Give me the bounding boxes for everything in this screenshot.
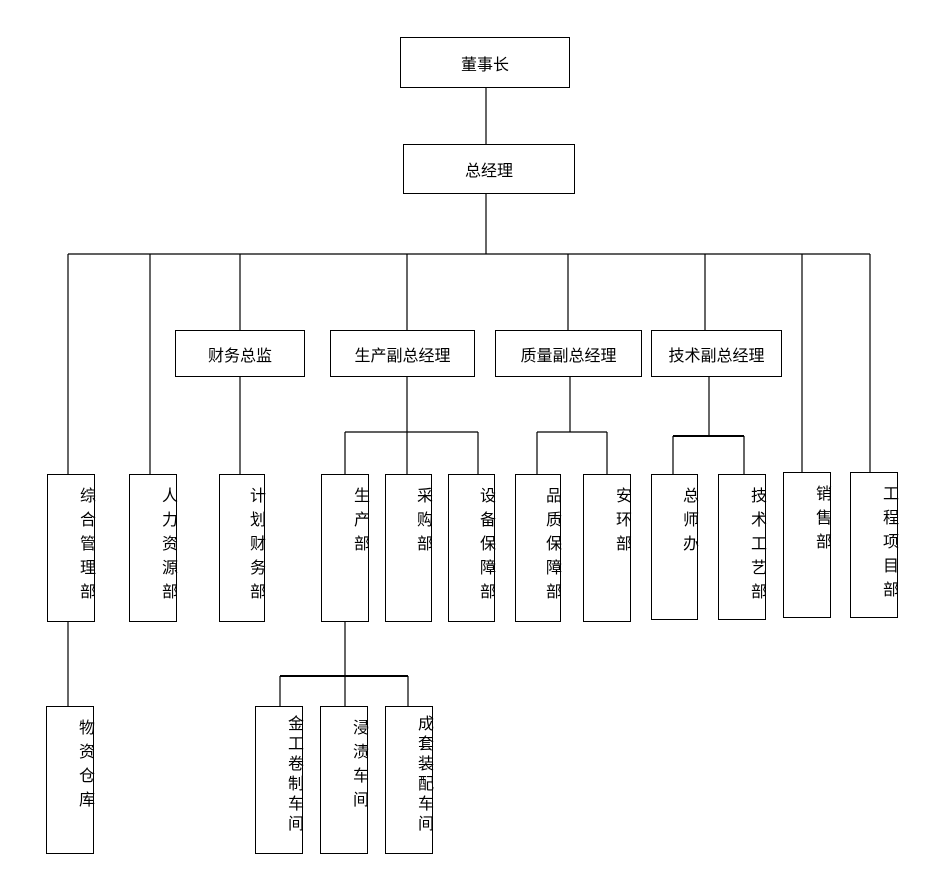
general-manager-label: 总经理 xyxy=(464,161,513,180)
cfo-label: 财务总监 xyxy=(207,345,272,365)
chairman-box: 董事长 xyxy=(400,37,570,88)
production-dept-label: 生产部 xyxy=(351,487,370,559)
engineering-projects-label: 工程项目部 xyxy=(880,485,899,605)
sales-box: 销售部 xyxy=(783,472,832,618)
general-admin-box: 综合管理部 xyxy=(47,474,96,622)
planning-finance-box: 计划财务部 xyxy=(219,474,266,622)
vp-quality-label: 质量副总经理 xyxy=(520,345,617,365)
tech-process-label: 技术工艺部 xyxy=(748,487,767,607)
general-manager-box: 总经理 xyxy=(403,144,575,194)
engineer-office-label: 总师办 xyxy=(680,487,699,559)
tech-process-box: 技术工艺部 xyxy=(718,474,767,620)
engineering-projects-box: 工程项目部 xyxy=(850,472,899,618)
equipment-label: 设备保障部 xyxy=(477,487,496,607)
production-dept-box: 生产部 xyxy=(321,474,370,622)
assembly-workshop-box: 成套装配车间 xyxy=(385,706,434,854)
hr-label: 人力资源部 xyxy=(159,487,178,607)
vp-technology-box: 技术副总经理 xyxy=(651,330,782,377)
purchasing-label: 采购部 xyxy=(414,487,433,559)
vp-production-box: 生产副总经理 xyxy=(330,330,475,377)
warehouse-label: 物资仓库 xyxy=(76,719,95,815)
warehouse-box: 物资仓库 xyxy=(46,706,95,854)
general-admin-label: 综合管理部 xyxy=(77,487,96,607)
quality-assurance-label: 品质保障部 xyxy=(543,487,562,607)
quality-assurance-box: 品质保障部 xyxy=(515,474,562,622)
safety-env-label: 安环部 xyxy=(613,487,632,559)
metal-rolling-workshop-label: 金工卷制车间 xyxy=(285,715,304,835)
purchasing-box: 采购部 xyxy=(385,474,433,622)
cfo-box: 财务总监 xyxy=(175,330,305,377)
vp-technology-label: 技术副总经理 xyxy=(668,345,765,365)
safety-env-box: 安环部 xyxy=(583,474,632,622)
chairman-label: 董事长 xyxy=(460,54,509,74)
planning-finance-label: 计划财务部 xyxy=(247,487,266,607)
impregnation-workshop-label: 浸渍车间 xyxy=(350,719,369,815)
vp-quality-box: 质量副总经理 xyxy=(495,330,642,377)
sales-label: 销售部 xyxy=(813,485,832,557)
assembly-workshop-label: 成套装配车间 xyxy=(415,715,434,835)
equipment-box: 设备保障部 xyxy=(448,474,496,622)
metal-rolling-workshop-box: 金工卷制车间 xyxy=(255,706,304,854)
impregnation-workshop-box: 浸渍车间 xyxy=(320,706,369,854)
engineer-office-box: 总师办 xyxy=(651,474,699,620)
hr-box: 人力资源部 xyxy=(129,474,178,622)
vp-production-label: 生产副总经理 xyxy=(354,345,451,365)
